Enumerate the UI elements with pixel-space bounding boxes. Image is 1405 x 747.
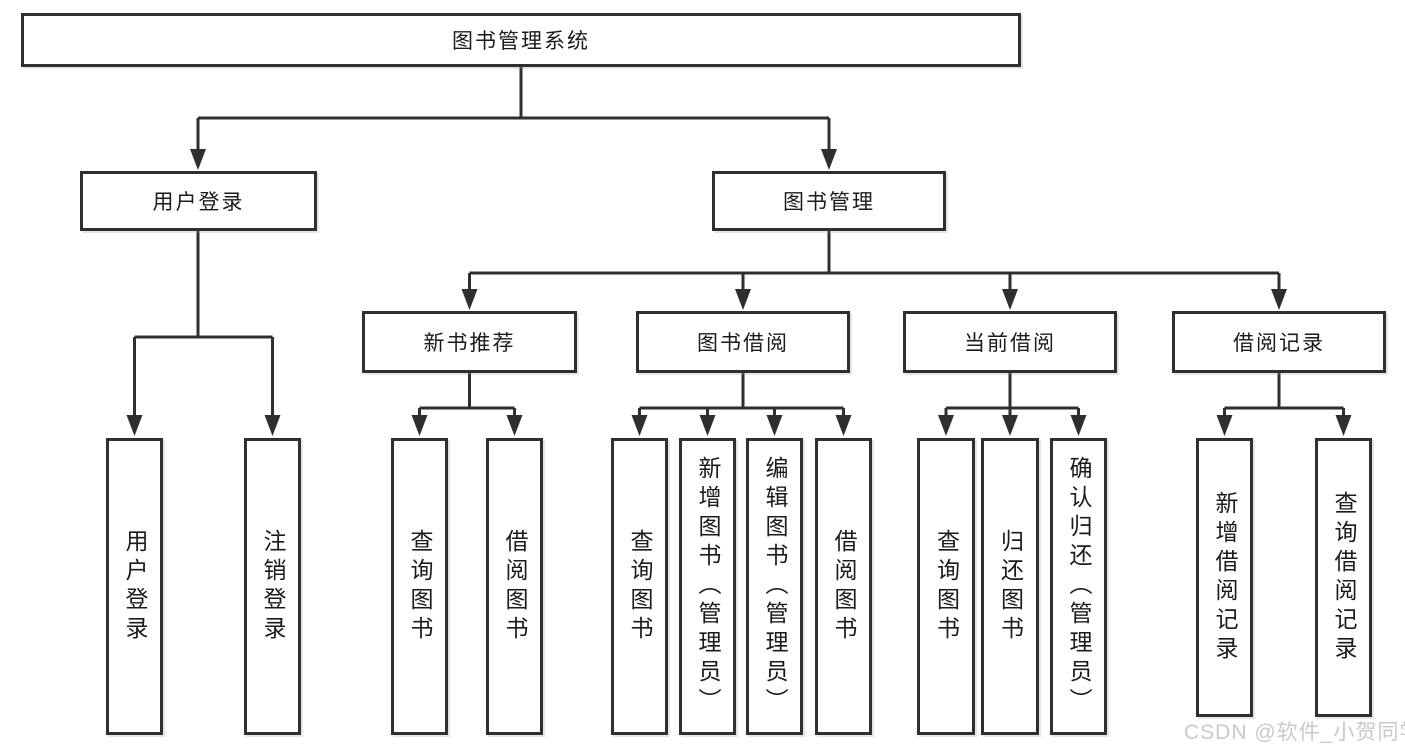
leaf-edit-book-admin: 编辑图书（管理员） [746,438,803,735]
leaf-logout-label: 注销登录 [260,528,286,645]
leaf-edit-book-admin-label: 编辑图书（管理员） [762,456,788,717]
leaf-add-borrow-record-label: 新增借阅记录 [1212,490,1238,665]
connector-borrow-record-split [1223,373,1345,418]
connector-book-borrow-split [638,373,845,418]
leaf-user-login: 用户登录 [106,438,163,735]
leaf-borrow-books-recommend: 借阅图书 [486,438,543,735]
leaf-query-books-recommend: 查询图书 [391,438,448,735]
connector-current-borrow-split [944,373,1080,418]
node-book-management-label: 图书管理 [783,191,875,214]
node-new-book-recommend-label: 新书推荐 [423,332,516,355]
node-current-borrow: 当前借阅 [903,311,1117,373]
leaf-query-books-borrow-label: 查询图书 [627,528,653,645]
connector-book-mgmt-split [468,231,1281,291]
connector-new-book-split [418,373,516,418]
leaf-add-book-admin-label: 新增图书（管理员） [695,456,721,717]
leaf-query-books-borrow: 查询图书 [611,438,668,735]
leaf-query-borrow-record-label: 查询借阅记录 [1331,490,1357,665]
node-new-book-recommend: 新书推荐 [362,311,577,373]
arrowheads [126,149,1352,436]
leaf-borrow-books-recommend-label: 借阅图书 [502,528,528,645]
node-borrow-record: 借阅记录 [1172,311,1386,373]
leaf-query-books-current: 查询图书 [917,438,975,735]
node-borrow-record-label: 借阅记录 [1233,332,1325,355]
csdn-watermark: CSDN @软件_小贺同学 [1184,721,1405,744]
leaf-borrow-books: 借阅图书 [815,438,872,735]
leaf-query-books-current-label: 查询图书 [933,528,960,645]
leaf-borrow-books-label: 借阅图书 [831,528,857,645]
node-library-system: 图书管理系统 [21,13,1021,67]
node-book-management: 图书管理 [712,171,946,231]
node-library-system-label: 图书管理系统 [452,30,590,53]
connector-root-to-level2 [196,67,831,151]
node-book-borrow-label: 图书借阅 [697,332,789,355]
leaf-query-books-recommend-label: 查询图书 [407,528,433,645]
node-book-borrow: 图书借阅 [636,311,850,373]
leaf-user-login-label: 用户登录 [122,528,148,645]
leaf-query-borrow-record: 查询借阅记录 [1315,438,1372,717]
leaf-add-borrow-record: 新增借阅记录 [1196,438,1253,717]
leaf-confirm-return-admin: 确认归还（管理员） [1050,438,1107,735]
node-current-borrow-label: 当前借阅 [964,332,1056,355]
leaf-add-book-admin: 新增图书（管理员） [679,438,736,735]
node-user-login: 用户登录 [80,171,317,231]
leaf-confirm-return-admin-label: 确认归还（管理员） [1066,456,1092,717]
leaf-return-book: 归还图书 [981,438,1039,735]
node-user-login-label: 用户登录 [152,191,245,214]
leaf-logout: 注销登录 [244,438,301,735]
leaf-return-book-label: 归还图书 [997,528,1024,645]
connector-user-login-split [133,231,274,418]
